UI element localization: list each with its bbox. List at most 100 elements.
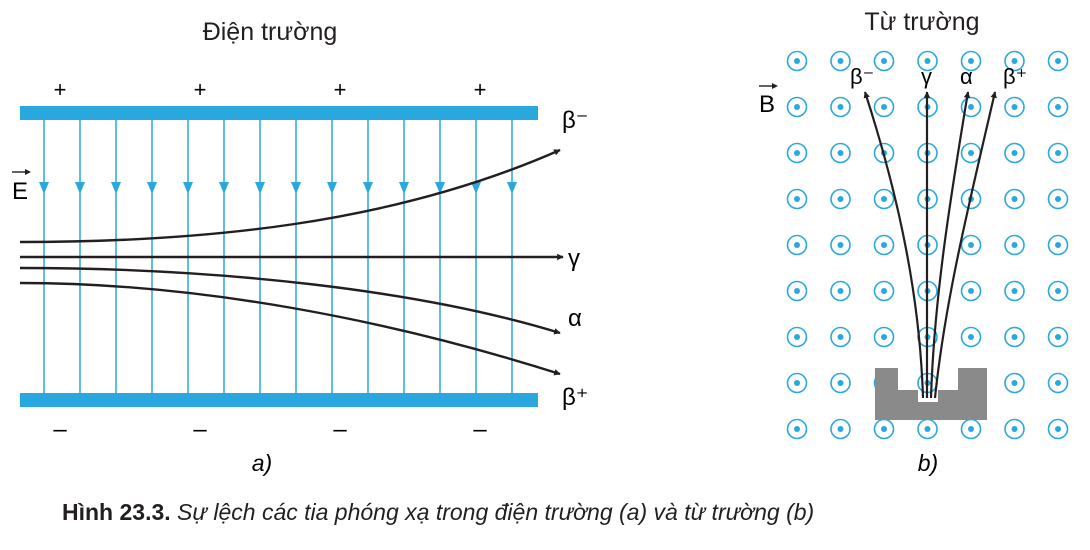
figure-caption: Hình 23.3. Sự lệch các tia phóng xạ tron… [62,499,814,525]
plus-sign: + [334,77,347,102]
field-direction-arrowhead [111,182,121,194]
field-out-of-page-icon [1047,280,1069,302]
field-out-of-page-icon [873,418,895,440]
plus-sign: + [54,77,67,102]
gamma-label: γ [568,245,580,272]
beta-minus-label: β⁻ [562,107,588,134]
positive-plate [20,106,538,120]
electric-field-vector-label: E [12,169,31,205]
field-out-of-page-icon [786,418,808,440]
field-out-of-page-icon [960,326,982,348]
field-out-of-page-icon [1004,50,1025,72]
field-symbol-b: B [759,91,775,118]
alpha-ray [929,91,971,399]
field-out-of-page-icon [960,142,982,164]
field-direction-arrowhead [183,182,193,194]
field-out-of-page-icon [786,372,808,394]
field-direction-arrowhead [327,182,337,194]
field-out-of-page-icon [786,188,808,210]
minus-sign: – [193,416,207,443]
field-out-of-page-icon [1004,142,1025,164]
field-out-of-page-icon [917,50,938,72]
negative-plate [20,393,538,407]
field-out-of-page-icon [830,280,851,302]
field-out-of-page-icon [786,50,808,72]
field-out-of-page-icon [1047,326,1069,348]
beta-plus-ray [19,281,561,376]
plus-sign: + [194,77,207,102]
field-out-of-page-icon [960,50,982,72]
panel-b-title: Từ trường [864,8,979,36]
vector-arrowhead-icon [25,169,31,175]
field-out-of-page-icon [786,234,808,256]
panel-a-title: Điện trường [203,18,338,46]
alpha-ray [19,266,561,335]
field-direction-arrowhead [75,182,85,194]
minus-sign: – [473,416,487,443]
field-direction-arrowhead [435,182,445,194]
field-out-of-page-icon [830,188,851,210]
panel-a-sublabel: a) [252,450,272,476]
field-out-of-page-icon [830,50,851,72]
field-out-of-page-icon [1047,96,1069,118]
gamma-label: γ [921,64,932,89]
field-out-of-page-icon [830,326,851,348]
field-out-of-page-icon [786,96,808,118]
field-out-of-page-icon [830,234,851,256]
field-out-of-page-icon [917,418,938,440]
field-direction-arrowhead [255,182,265,194]
field-out-of-page-icon [1004,280,1025,302]
field-out-of-page-icon [873,234,895,256]
panel-a-electric-field: Điện trường + + + + – – – – E β⁻ γ α β⁺ … [12,18,588,476]
panel-b-sublabel: b) [918,450,938,476]
field-out-of-page-icon [786,326,808,348]
field-out-of-page-icon [830,96,851,118]
field-direction-arrowhead [471,182,481,194]
field-out-of-page-icon [1047,142,1069,164]
field-out-of-page-icon [873,50,895,72]
minus-sign: – [333,416,347,443]
field-out-of-page-icon [830,418,851,440]
magnetic-field-vector-label: B [759,83,778,118]
alpha-label: α [960,64,973,89]
field-out-of-page-icon [873,326,895,348]
field-out-of-page-icon [873,188,895,210]
caption-label: Hình 23.3. [62,499,171,525]
beta-plus-label: β⁺ [562,384,588,411]
panel-b-magnetic-field: Từ trường β⁻ γ α β⁺ B b) [759,8,1069,476]
field-out-of-page-icon [960,418,982,440]
field-out-of-page-icon [1004,234,1025,256]
field-out-of-page-icon [830,372,851,394]
source-holder [875,368,987,420]
minus-sign: – [53,416,67,443]
field-out-of-page-icon [786,280,808,302]
radioactive-source [875,368,987,420]
ray-paths-electric [19,148,564,376]
beta-minus-ray [863,91,925,399]
field-direction-arrowhead [39,182,49,194]
alpha-label: α [568,305,582,332]
field-out-of-page-icon [1004,96,1025,118]
beta-plus-label: β⁺ [1003,64,1027,89]
field-direction-arrowhead [399,182,409,194]
vector-arrowhead-icon [772,83,778,89]
field-out-of-page-icon [830,142,851,164]
field-direction-arrowhead [219,182,229,194]
field-direction-arrowhead [291,182,301,194]
field-direction-arrowhead [507,182,517,194]
field-out-of-page-icon [960,96,982,118]
field-out-of-page-icon [1047,188,1069,210]
field-out-of-page-icon [786,142,808,164]
field-out-of-page-icon [1004,372,1025,394]
caption-text: Sự lệch các tia phóng xạ trong điện trườ… [171,499,815,525]
beta-minus-label: β⁻ [850,64,874,89]
field-out-of-page-icon [1047,418,1069,440]
plus-sign: + [474,77,487,102]
field-out-of-page-icon [1004,326,1025,348]
field-direction-arrowhead [363,182,373,194]
field-out-of-page-icon [1047,372,1069,394]
field-out-of-page-icon [960,234,982,256]
field-out-of-page-icon [960,280,982,302]
field-out-of-page-icon [1047,50,1069,72]
